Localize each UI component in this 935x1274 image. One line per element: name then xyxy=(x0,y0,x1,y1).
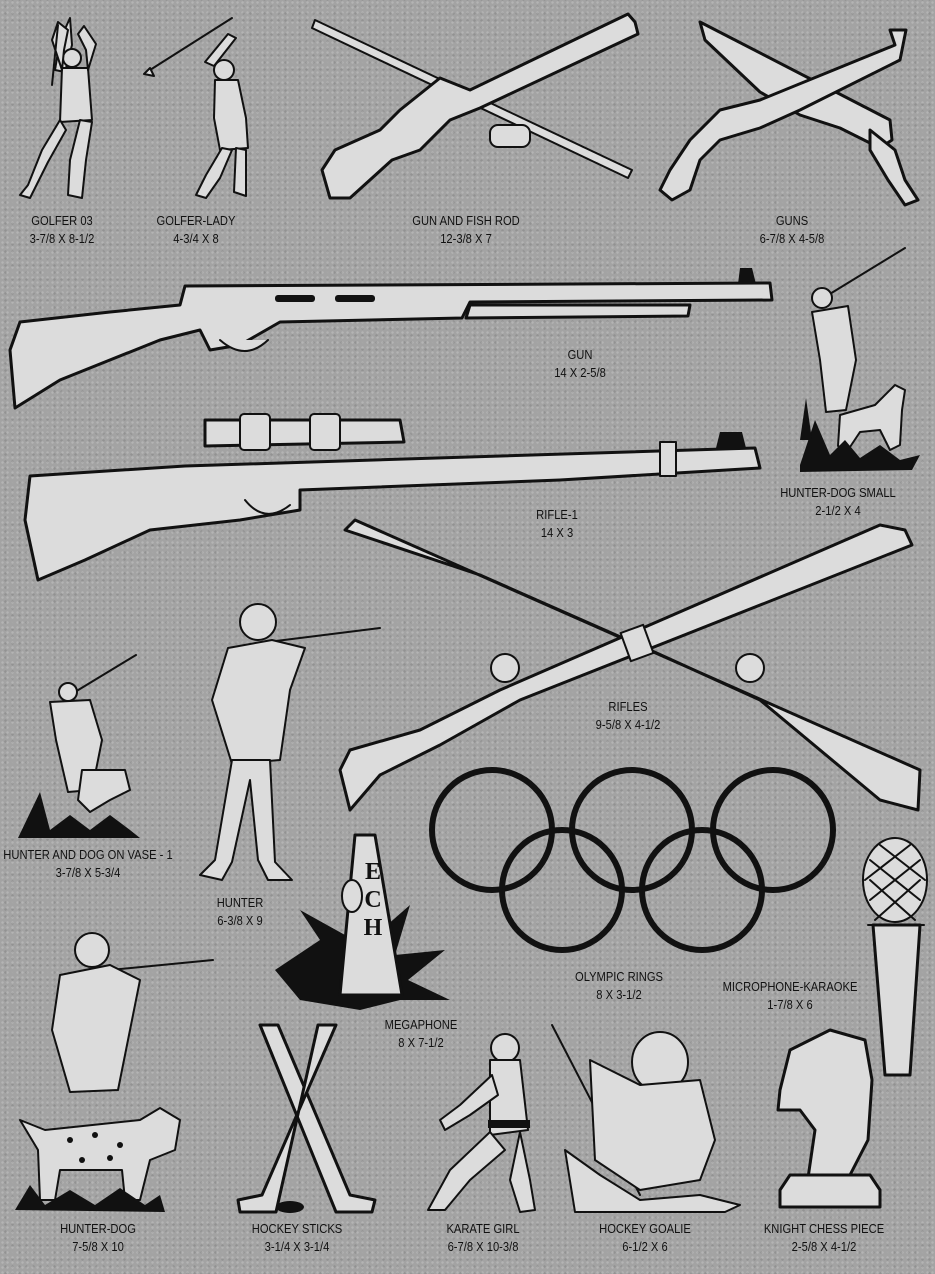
caption-hockey-goalie: HOCKEY GOALIE 6-1/2 X 6 xyxy=(599,1220,691,1256)
caption-gun-and-fish-rod: GUN AND FISH ROD 12-3/8 X 7 xyxy=(412,212,519,248)
megaphone-letter-c: C xyxy=(364,887,382,913)
rifle-1-figure xyxy=(23,413,762,582)
caption-title: GUN AND FISH ROD xyxy=(412,213,520,228)
hunter-dog-figure xyxy=(15,932,214,1212)
caption-size: 3-7/8 X 5-3/4 xyxy=(55,865,121,880)
caption-size: 14 X 2-5/8 xyxy=(554,365,606,380)
caption-size: 7-5/8 X 10 xyxy=(72,1239,124,1254)
golfer-03-figure xyxy=(19,17,97,199)
caption-title: GUNS xyxy=(775,213,809,228)
megaphone-letter-h: H xyxy=(363,915,383,941)
caption-rifle-1: RIFLE-1 14 X 3 xyxy=(536,506,578,542)
caption-hockey-sticks: HOCKEY STICKS 3-1/4 X 3-1/4 xyxy=(252,1220,343,1256)
caption-megaphone: MEGAPHONE 8 X 7-1/2 xyxy=(385,1016,458,1052)
microphone-figure xyxy=(862,837,928,1077)
caption-title: RIFLES xyxy=(608,699,648,714)
caption-size: 1-7/8 X 6 xyxy=(767,997,813,1012)
caption-microphone-karaoke: MICROPHONE-KARAOKE 1-7/8 X 6 xyxy=(723,978,858,1014)
caption-rifles: RIFLES 9-5/8 X 4-1/2 xyxy=(596,698,661,734)
caption-golfer-lady: GOLFER-LADY 4-3/4 X 8 xyxy=(157,212,236,248)
olympic-rings-figure xyxy=(429,767,836,953)
hunter-figure xyxy=(199,603,381,881)
caption-title: HOCKEY STICKS xyxy=(251,1221,343,1236)
caption-hunter: HUNTER 6-3/8 X 9 xyxy=(217,894,264,930)
caption-guns: GUNS 6-7/8 X 4-5/8 xyxy=(760,212,825,248)
gun-and-fish-rod-figure xyxy=(311,12,640,200)
hockey-sticks-figure xyxy=(236,1023,377,1214)
caption-title: GOLFER-LADY xyxy=(156,213,236,228)
crossed-rifles-figure xyxy=(338,518,922,812)
caption-title: HUNTER-DOG xyxy=(60,1221,136,1236)
caption-title: MEGAPHONE xyxy=(384,1017,458,1032)
caption-size: 12-3/8 X 7 xyxy=(440,231,492,246)
caption-size: 4-3/4 X 8 xyxy=(173,231,219,246)
caption-size: 6-1/2 X 6 xyxy=(622,1239,668,1254)
caption-size: 6-3/8 X 9 xyxy=(217,913,263,928)
caption-size: 3-1/4 X 3-1/4 xyxy=(264,1239,330,1254)
caption-hunter-and-dog-on-vase: HUNTER AND DOG ON VASE - 1 3-7/8 X 5-3/4 xyxy=(3,846,172,882)
caption-title: OLYMPIC RINGS xyxy=(574,969,664,984)
gun-figure xyxy=(8,268,774,410)
caption-size: 3-7/8 X 8-1/2 xyxy=(29,231,95,246)
caption-size: 9-5/8 X 4-1/2 xyxy=(595,717,661,732)
caption-gun: GUN 14 X 2-5/8 xyxy=(554,346,606,382)
hunter-dog-vase-figure xyxy=(18,654,140,838)
caption-title: HUNTER AND DOG ON VASE - 1 xyxy=(3,847,173,862)
caption-title: HUNTER xyxy=(216,895,264,910)
caption-title: RIFLE-1 xyxy=(536,507,578,522)
caption-title: KARATE GIRL xyxy=(446,1221,520,1236)
caption-title: MICROPHONE-KARAOKE xyxy=(722,979,858,994)
caption-size: 8 X 7-1/2 xyxy=(398,1035,444,1050)
caption-olympic-rings: OLYMPIC RINGS 8 X 3-1/2 xyxy=(575,968,663,1004)
megaphone-letter-e: E xyxy=(364,859,381,885)
crossed-pistols-figure xyxy=(658,20,920,207)
megaphone-letters: E C H xyxy=(358,858,388,942)
caption-size: 2-5/8 X 4-1/2 xyxy=(791,1239,857,1254)
caption-title: HUNTER-DOG SMALL xyxy=(780,485,896,500)
caption-title: GUN xyxy=(567,347,593,362)
caption-size: 6-7/8 X 10-3/8 xyxy=(447,1239,519,1254)
knight-chess-figure xyxy=(776,1028,882,1209)
hockey-goalie-figure xyxy=(551,1024,741,1213)
hunter-dog-small-figure xyxy=(800,247,920,472)
caption-size: 2-1/2 X 4 xyxy=(815,503,861,518)
caption-karate-girl: KARATE GIRL 6-7/8 X 10-3/8 xyxy=(446,1220,519,1256)
caption-golfer-03: GOLFER 03 3-7/8 X 8-1/2 xyxy=(30,212,95,248)
caption-size: 6-7/8 X 4-5/8 xyxy=(759,231,825,246)
karate-girl-figure xyxy=(427,1033,536,1213)
caption-hunter-dog-small: HUNTER-DOG SMALL 2-1/2 X 4 xyxy=(780,484,896,520)
golfer-lady-figure xyxy=(143,17,249,199)
caption-size: 8 X 3-1/2 xyxy=(596,987,642,1002)
caption-knight-chess-piece: KNIGHT CHESS PIECE 2-5/8 X 4-1/2 xyxy=(764,1220,884,1256)
megaphone-figure xyxy=(275,833,450,1010)
caption-hunter-dog: HUNTER-DOG 7-5/8 X 10 xyxy=(60,1220,136,1256)
caption-title: HOCKEY GOALIE xyxy=(599,1221,691,1236)
caption-title: GOLFER 03 xyxy=(31,213,93,228)
caption-title: KNIGHT CHESS PIECE xyxy=(763,1221,885,1236)
caption-size: 14 X 3 xyxy=(540,525,574,540)
